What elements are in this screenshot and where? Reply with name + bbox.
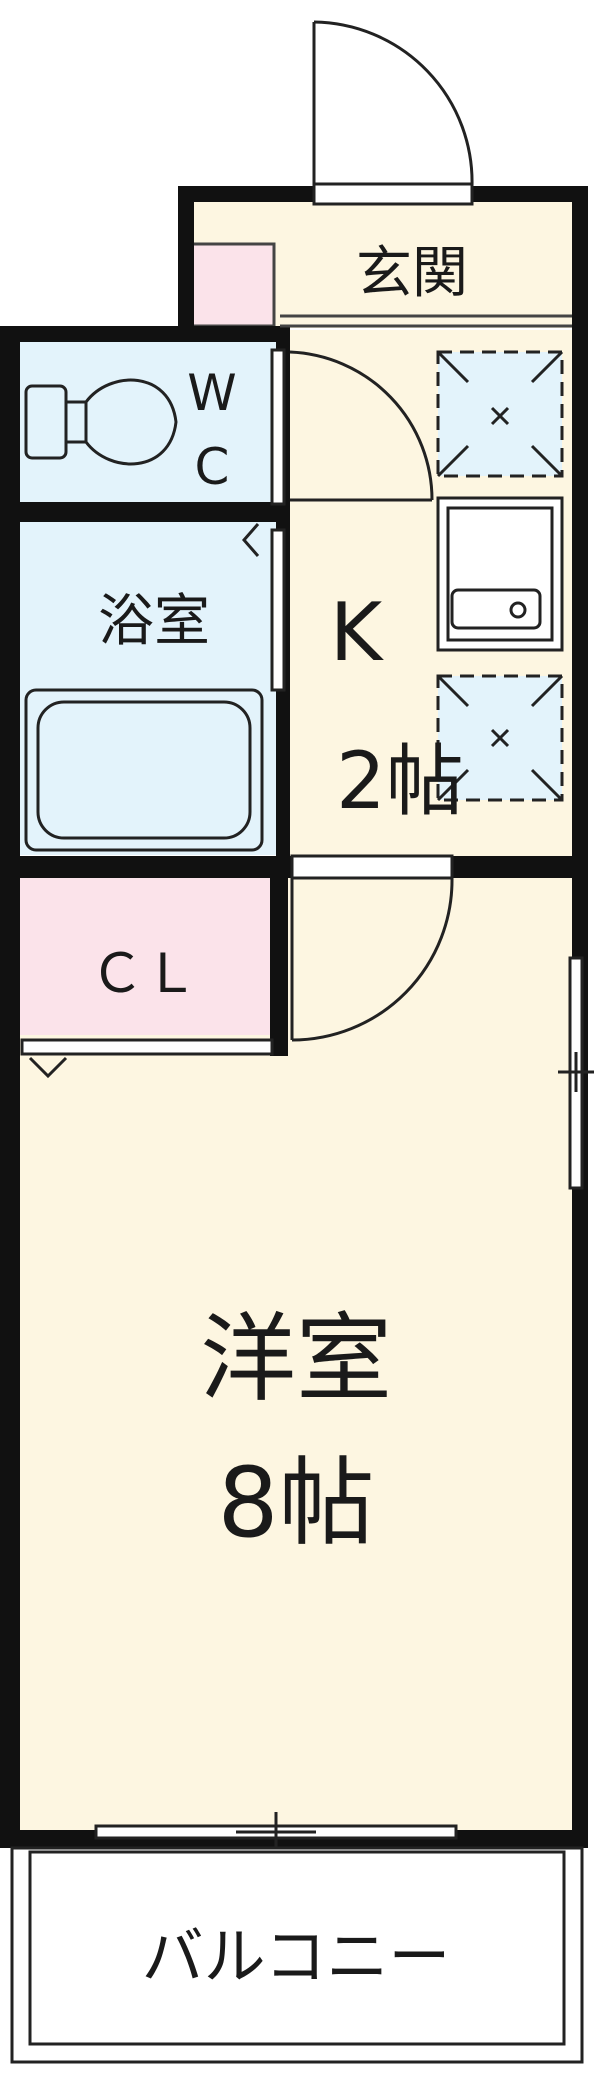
bath-floor — [18, 520, 280, 855]
closet-floor-top — [18, 875, 276, 1035]
side-window — [558, 956, 594, 1190]
bath-door — [242, 523, 286, 692]
entrance-step — [280, 314, 572, 328]
shoe-box — [190, 242, 276, 328]
balcony — [10, 1846, 584, 2064]
balcony-label: バルコニー — [142, 1920, 451, 1993]
entrance-door — [312, 20, 474, 187]
toilet — [24, 378, 178, 466]
entrance-label: 玄関 — [356, 241, 468, 306]
wc-label-c: C — [195, 438, 230, 496]
fridge-cross — [436, 350, 564, 478]
wc-door — [270, 348, 434, 506]
western-room-size: 8帖 — [217, 1447, 374, 1559]
bath-label: 浴室 — [98, 589, 210, 654]
bathtub — [24, 688, 264, 852]
kitchen-counter — [436, 496, 564, 652]
kitchen-door-gap — [290, 854, 454, 880]
kitchen-label-size: 2帖 — [336, 737, 464, 827]
kitchen-label-k: K — [330, 586, 385, 679]
western-room-label: 洋室 — [200, 1303, 392, 1415]
closet-label: ＣＬ — [90, 942, 198, 1005]
wc-label-w: W — [187, 364, 236, 422]
entrance-door-gap — [312, 182, 474, 206]
washer-cross — [436, 674, 564, 802]
room-door — [290, 876, 454, 1042]
balcony-window — [94, 1812, 458, 1858]
wc-floor — [18, 340, 280, 505]
closet-door — [20, 1038, 274, 1079]
